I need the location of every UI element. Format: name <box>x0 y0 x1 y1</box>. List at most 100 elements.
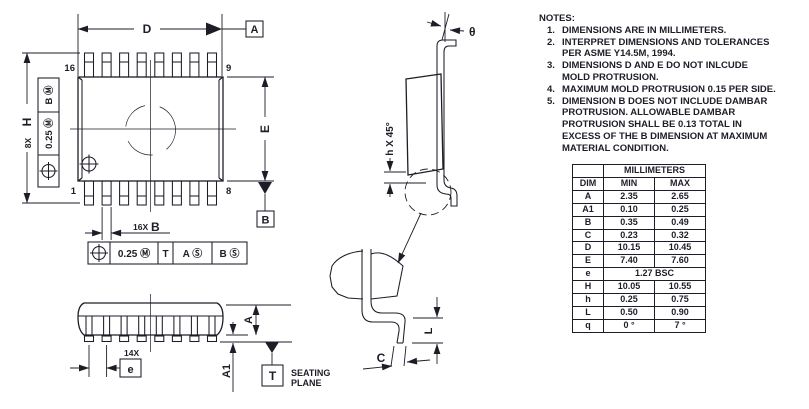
pin <box>206 180 218 206</box>
pin-number-8: 8 <box>226 186 231 197</box>
fcf-left-datum: B Ⓜ <box>43 85 55 105</box>
fcf-left-tolerance: 0.25 Ⓜ <box>43 118 55 149</box>
note-text: INTERPRET DIMENSIONS AND TOLERANCES PER … <box>562 36 770 60</box>
max-cell: 0.49 <box>654 215 706 230</box>
pitch-e-label: e <box>127 364 133 376</box>
top-view: D A H 8X B Ⓜ 0.25 Ⓜ <box>19 14 275 265</box>
note-item: 5. DIMENSION B DOES NOT INCLUDE DAMBAR P… <box>547 96 805 155</box>
lead-end-view <box>436 39 458 207</box>
col-header-dim: DIM <box>572 176 604 191</box>
pin <box>154 52 165 78</box>
note-item: 4. MAXIMUM MOLD PROTRUSION 0.15 PER SIDE… <box>547 84 805 96</box>
datum-t-box <box>261 364 284 387</box>
min-cell: 7.40 <box>603 254 655 269</box>
fcf-bottom-tolerance: 0.25 Ⓜ <box>118 247 150 260</box>
unit-header: MILLIMETERS <box>603 164 706 178</box>
datum-a-box <box>245 20 264 38</box>
dim-d-label: D <box>143 22 152 36</box>
dim-b-label: B <box>151 220 160 234</box>
note-text: DIMENSION B DOES NOT INCLUDE DAMBAR PROT… <box>562 95 768 154</box>
pin1-index-icon <box>79 154 99 174</box>
min-cell: 0 ° <box>603 318 655 333</box>
min-cell: 2.35 <box>603 189 655 204</box>
fcf-bottom-datum-a: A Ⓢ <box>183 247 203 260</box>
pin <box>119 180 130 206</box>
dim-cell: H <box>572 280 604 295</box>
notes-block: NOTES: 1. DIMENSIONS ARE IN MILLIMETERS.… <box>537 13 805 155</box>
lead <box>154 315 165 343</box>
seating-plane-datum-arrow <box>265 342 279 353</box>
pin <box>101 52 112 78</box>
max-cell: 10.45 <box>654 241 706 256</box>
note-item: 2. INTERPRET DIMENSIONS AND TOLERANCES P… <box>547 37 805 61</box>
detail-callout-circle <box>404 168 452 216</box>
fcf-bottom-datum-b: B Ⓢ <box>220 247 240 260</box>
lead <box>136 315 147 343</box>
pin <box>206 52 218 78</box>
lead <box>119 315 130 343</box>
min-cell: 0.25 <box>603 293 655 307</box>
min-cell: 10.15 <box>603 241 655 256</box>
h-chamfer-dimension: h X 45° <box>384 122 426 197</box>
mold-mark-circle <box>125 104 176 156</box>
table-row: MILLIMETERS <box>573 164 706 178</box>
pin <box>171 52 182 78</box>
body-break-left <box>329 250 364 300</box>
note-number: 2. <box>547 36 555 48</box>
note-number: 3. <box>547 60 555 72</box>
seating-plane-text-2: PLANE <box>291 378 322 388</box>
package-body-side <box>77 302 224 336</box>
pin <box>171 180 182 206</box>
col-header-min: MIN <box>603 176 655 191</box>
pin <box>136 52 147 78</box>
c-dimension: C <box>362 345 431 371</box>
d-extension-lines <box>77 14 223 76</box>
pin <box>189 52 200 78</box>
notes-title: NOTES: <box>539 13 575 24</box>
dim-a1-label: A1 <box>221 364 233 378</box>
max-cell: 0.75 <box>654 293 706 307</box>
end-view: θ h X 45° <box>384 12 476 264</box>
e-pitch-dimension: 14X e <box>70 345 142 378</box>
dim-b-count: 16X <box>133 222 148 232</box>
datum-a-arrow <box>206 22 222 36</box>
pin <box>101 180 112 206</box>
note-number: 1. <box>547 24 555 36</box>
table-row: DIM MIN MAX <box>572 176 706 191</box>
pin <box>189 180 200 206</box>
bsc-cell: 1.27 BSC <box>603 267 706 282</box>
dim-c-label: C <box>377 351 386 365</box>
max-cell: 0.90 <box>654 305 706 320</box>
position-symbol-icon <box>90 244 108 262</box>
note-item: 1. DIMENSIONS ARE IN MILLIMETERS. <box>547 25 805 37</box>
theta-label: θ <box>469 25 476 39</box>
fcf-bottom: 0.25 Ⓜ T A Ⓢ B Ⓢ <box>87 241 248 265</box>
pin <box>119 52 130 78</box>
detail-view: C L <box>329 249 443 371</box>
position-symbol-icon <box>39 162 58 180</box>
pin <box>83 52 95 78</box>
dim-cell: C <box>572 228 604 243</box>
datum-b-box <box>256 210 275 228</box>
min-cell: 0.23 <box>603 228 655 243</box>
pin-number-9: 9 <box>226 63 231 74</box>
detail-leader-arrow <box>397 212 422 264</box>
max-cell: 7 ° <box>654 318 706 333</box>
lead-inner-line <box>370 249 406 344</box>
note-text: DIMENSIONS D AND E DO NOT INLCUDE MOLD P… <box>562 60 748 83</box>
centerlines <box>70 60 236 212</box>
lead <box>171 315 182 343</box>
pin <box>83 180 95 206</box>
lead <box>101 315 112 343</box>
dim-cell: q <box>572 318 604 333</box>
min-cell: 0.35 <box>603 215 655 230</box>
